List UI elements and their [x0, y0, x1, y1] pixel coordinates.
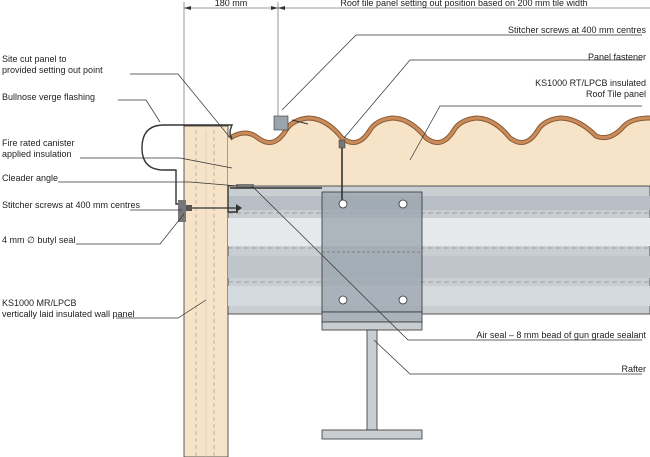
label-butyl-seal: 4 mm ∅ butyl seal [2, 235, 75, 245]
top-heading: Roof tile panel setting out position bas… [340, 0, 587, 8]
label-roof-panel-line-2: Roof Tile panel [586, 89, 646, 99]
roof-tile-profile [228, 115, 650, 145]
roof-panel-liner [227, 185, 650, 315]
leader-lines [58, 34, 642, 375]
label-panel-fastener: Panel fastener [588, 52, 646, 62]
panel-fastener [338, 139, 346, 200]
label-fire-rated-line-1: Fire rated canister [2, 138, 75, 148]
label-stitcher-screws-right: Stitcher screws at 400 mm centres [508, 25, 647, 35]
roof-panel-insulation [228, 119, 650, 186]
label-wall-panel-line-1: KS1000 MR/LPCB [2, 298, 77, 308]
label-air-seal: Air seal – 8 mm bead of gun grade sealan… [476, 330, 646, 340]
label-roof-panel-line-1: KS1000 RT/LPCB insulated [535, 78, 646, 88]
label-cleader-angle: Cleader angle [2, 173, 58, 183]
label-stitcher-screws-left: Stitcher screws at 400 mm centres [2, 200, 141, 210]
cleader-angle [186, 184, 254, 213]
rafter-i-beam [321, 321, 423, 440]
dimension-line [183, 2, 650, 130]
label-wall-panel-line-2: vertically laid insulated wall panel [2, 309, 135, 319]
label-bullnose-verge-flashing: Bullnose verge flashing [2, 92, 95, 102]
label-site-cut-line-1: Site cut panel to [2, 54, 67, 64]
label-rafter: Rafter [621, 364, 646, 374]
fixing-bracket [321, 191, 423, 323]
dimension-label: 180 mm [215, 0, 248, 8]
label-site-cut-line-2: provided setting out point [2, 65, 103, 75]
stitcher-screw-top [273, 115, 309, 131]
wall-panel [183, 125, 229, 457]
bullnose-verge-flashing [141, 124, 234, 222]
label-fire-rated-line-2: applied insulation [2, 149, 72, 159]
